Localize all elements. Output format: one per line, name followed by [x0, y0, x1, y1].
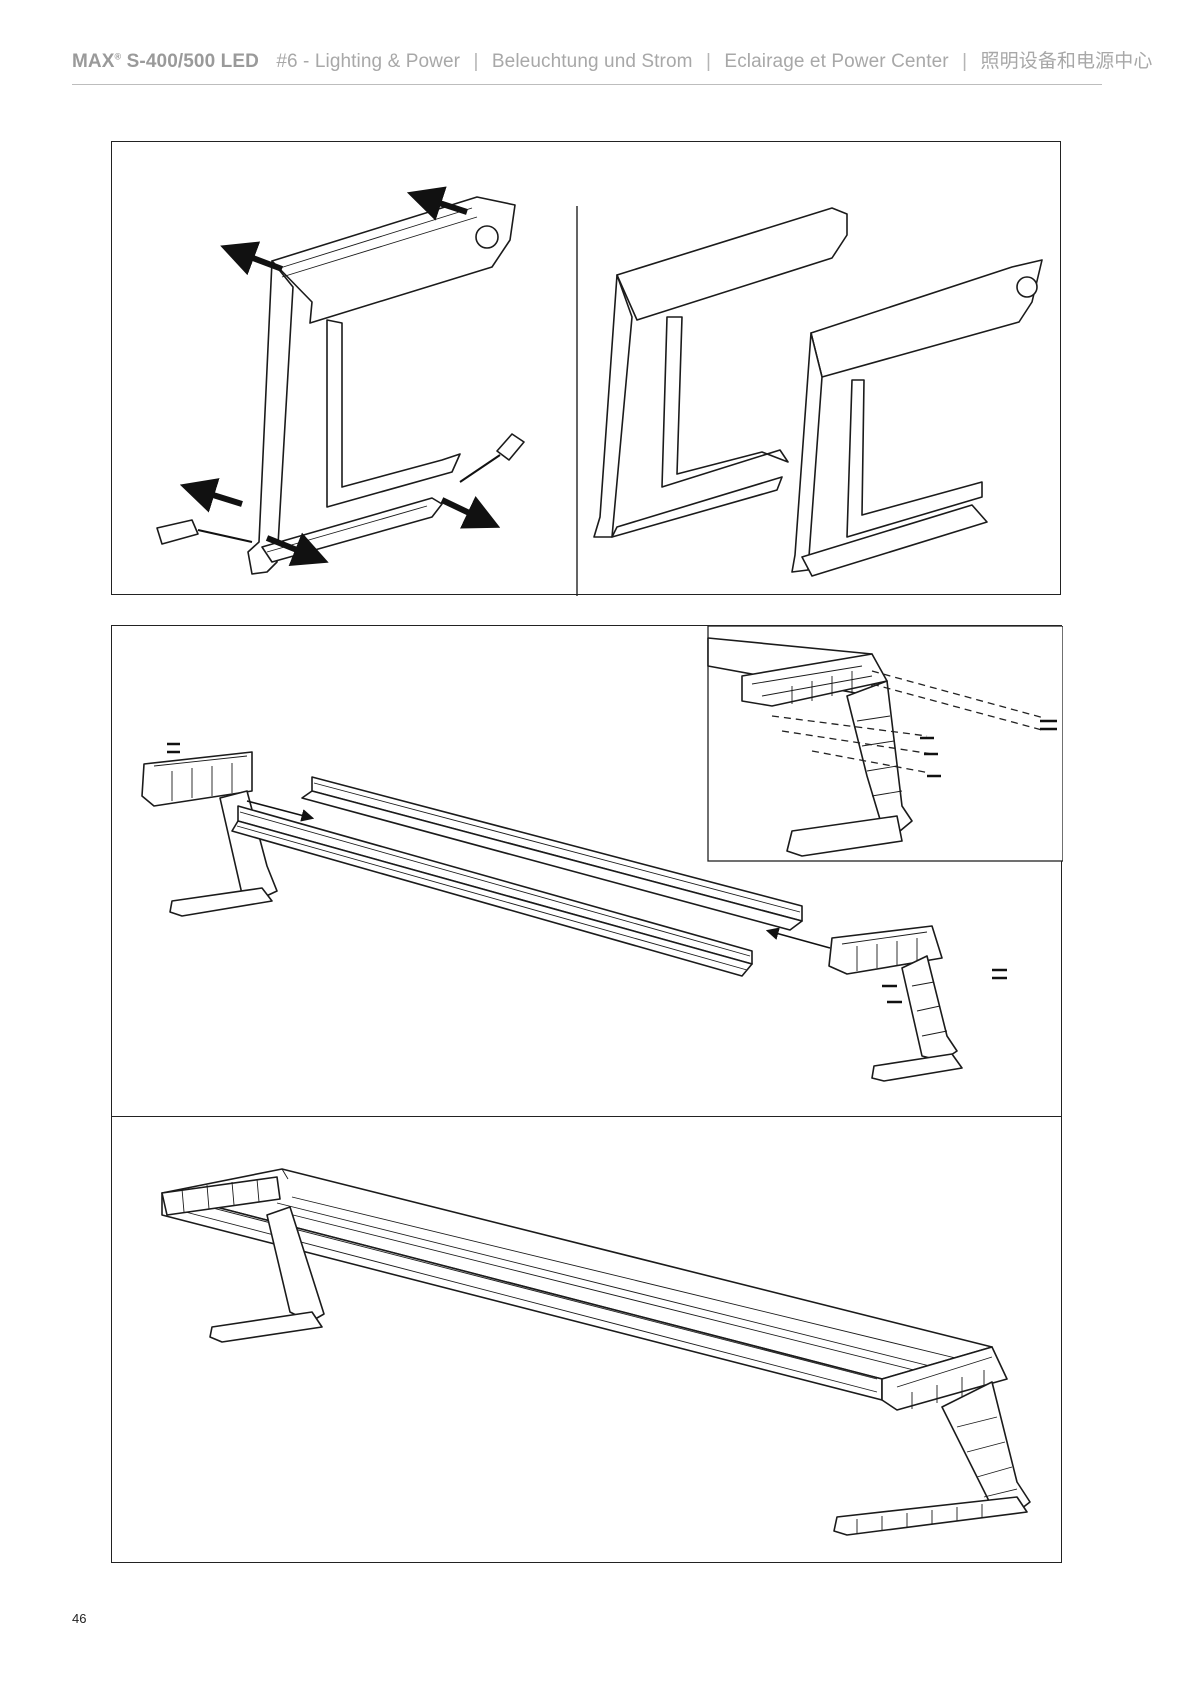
screwdriver-icon [460, 434, 524, 482]
assembled-lighting-bar [162, 1169, 1030, 1535]
frame-base-right [792, 260, 1042, 576]
separator: | [706, 51, 711, 72]
assembled-bar-drawing [112, 1117, 1063, 1564]
screw-icon [167, 744, 180, 752]
right-end-cap [829, 926, 1007, 1081]
illustration-panel-3 [111, 1116, 1062, 1563]
section-title: #6 - Lighting & Power [276, 51, 460, 72]
section-title-zh: 照明设备和电源中心 [981, 51, 1153, 72]
section-title-de: Beleuchtung und Strom [492, 51, 693, 72]
illustration-panel-2 [111, 625, 1062, 1117]
bar-assembly-drawing [112, 626, 1063, 1118]
screw-icon [992, 970, 1007, 978]
illustration-panel-1 [111, 141, 1061, 595]
brand: MAX® S-400/500 LED [72, 51, 259, 72]
section-title-fr: Eclairage et Power Center [724, 51, 948, 72]
separator: | [962, 51, 967, 72]
page-number: 46 [72, 1611, 86, 1626]
page-header: MAX® S-400/500 LED #6 - Lighting & Power… [72, 44, 1102, 85]
screwdriver-icon [157, 520, 252, 544]
separator: | [473, 51, 478, 72]
screw-icon [882, 986, 902, 1002]
header-line: MAX® S-400/500 LED #6 - Lighting & Power… [72, 46, 1152, 73]
frame-disassembly-drawing [112, 142, 1062, 596]
